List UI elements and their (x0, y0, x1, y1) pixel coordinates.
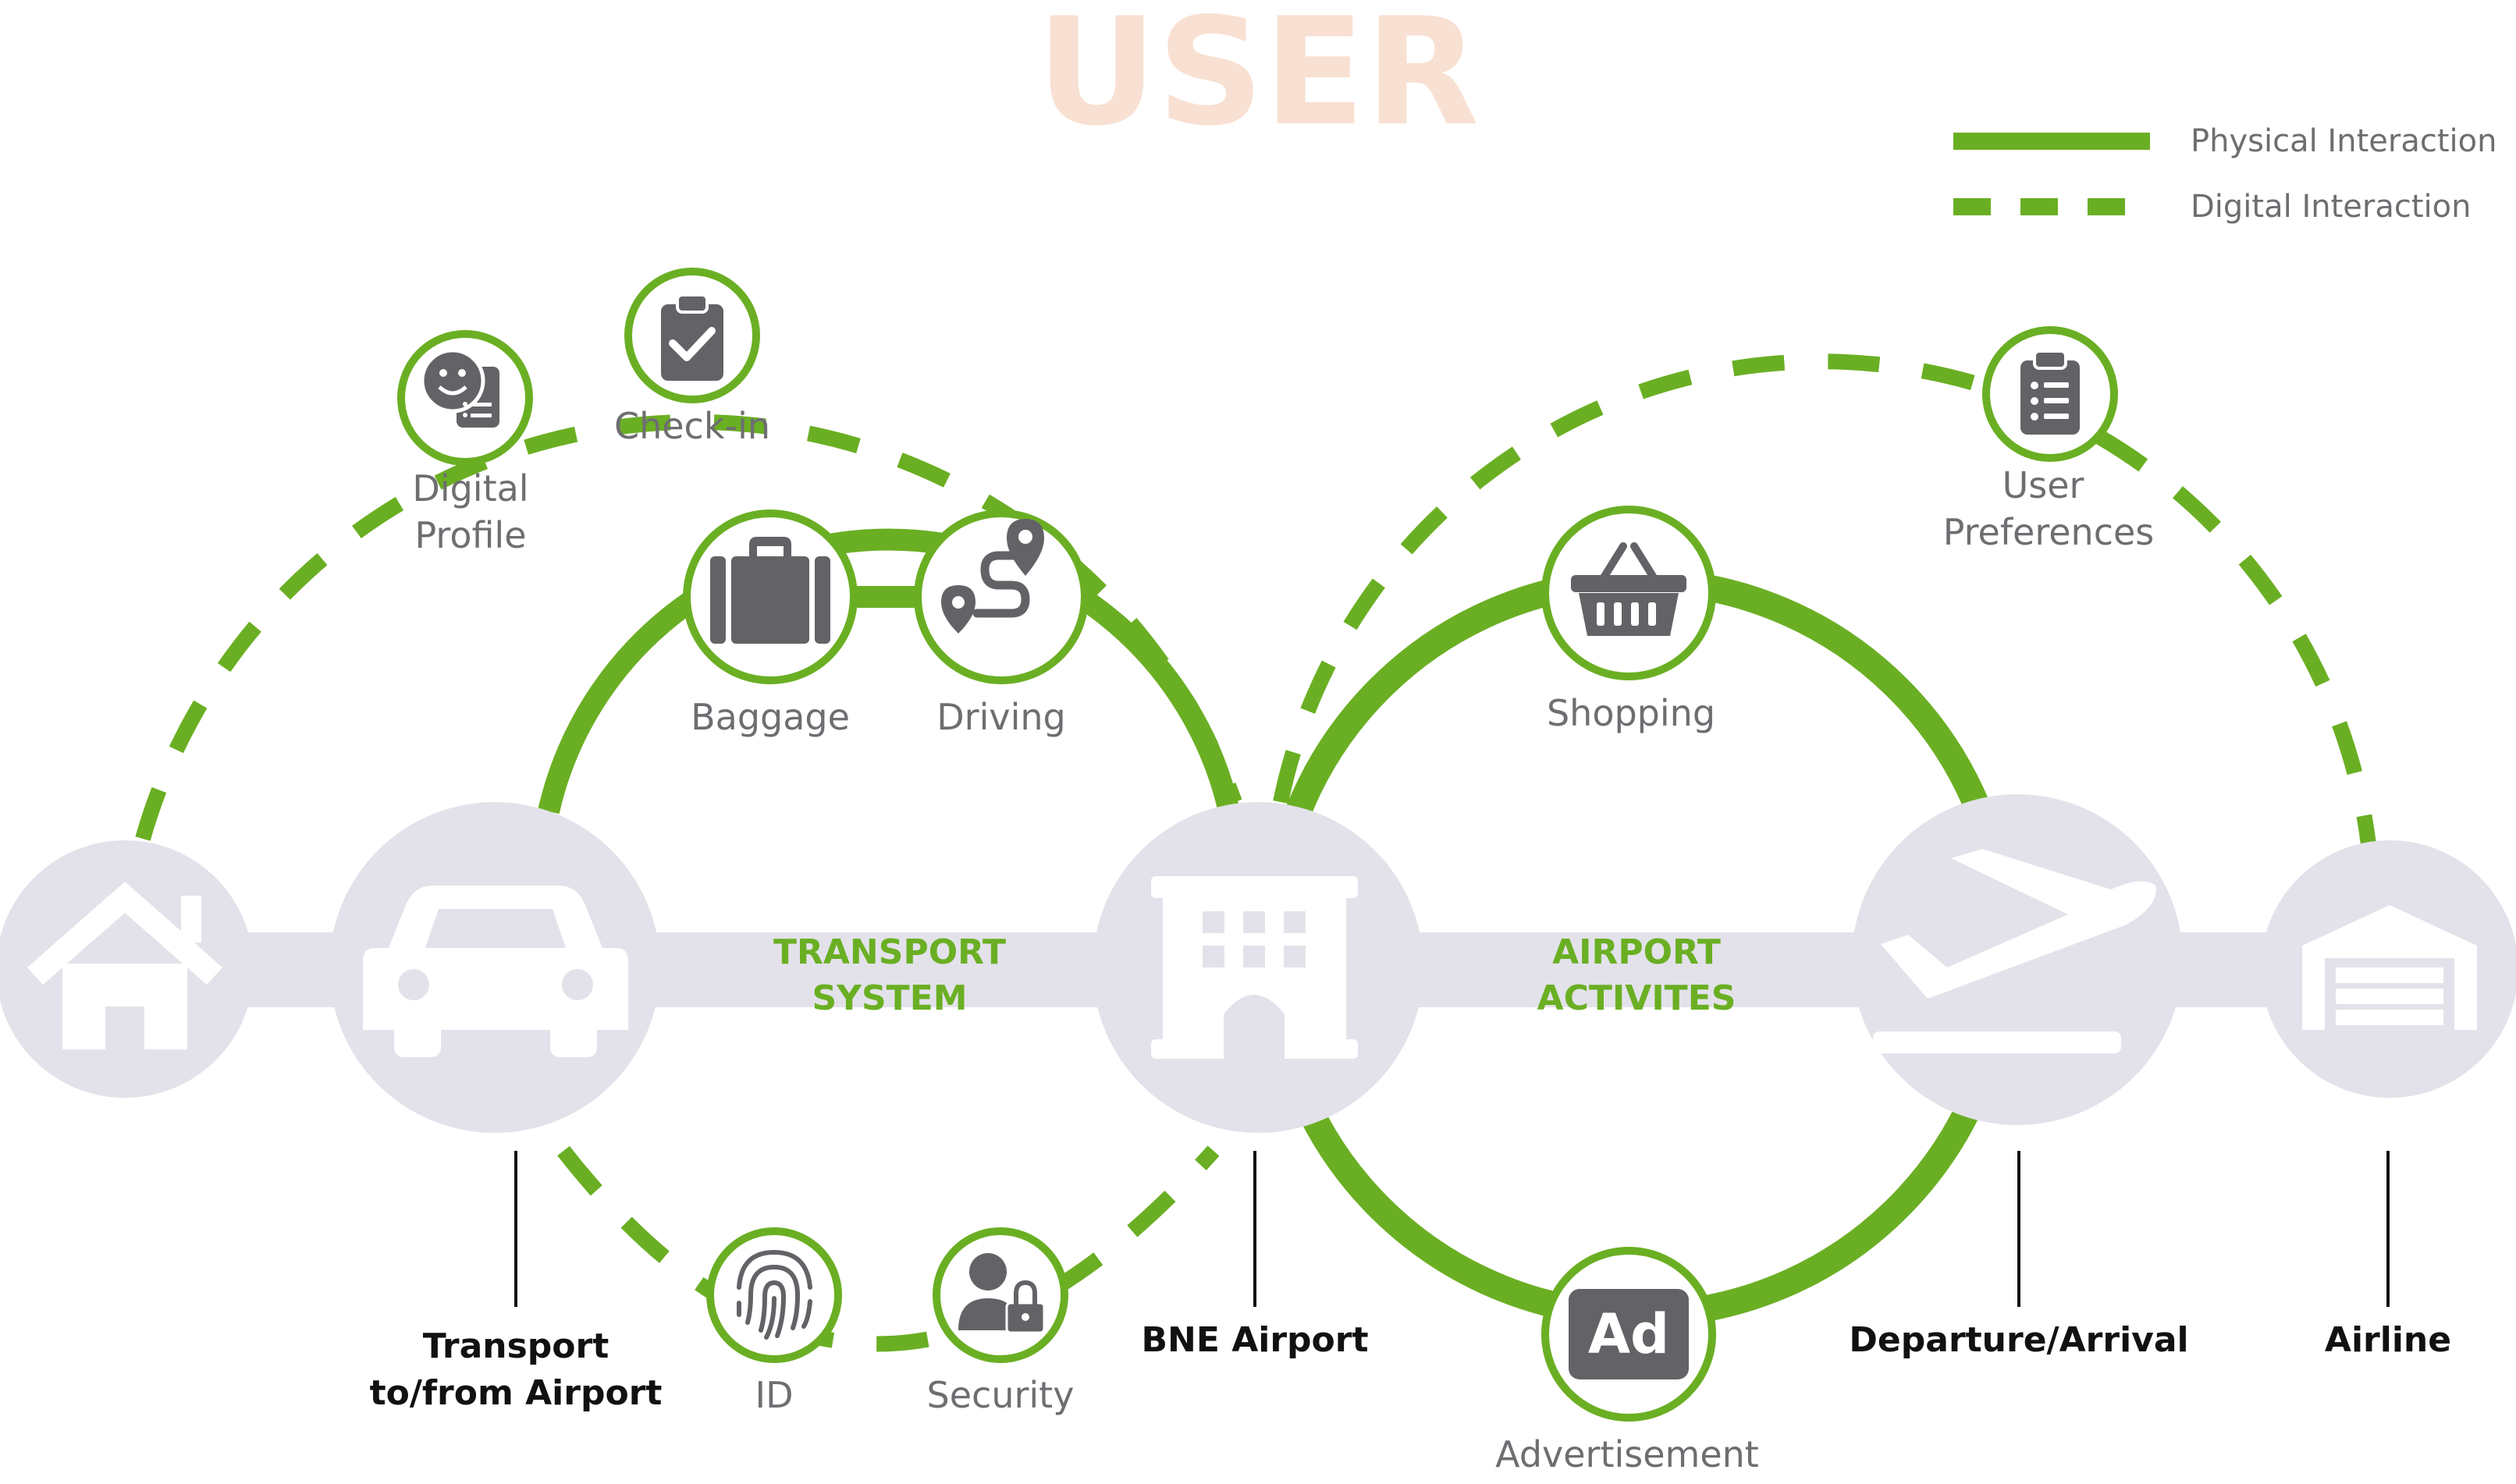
station-transport (329, 802, 660, 1133)
security-label: Security (927, 1374, 1075, 1416)
touchpoint-security: Security (927, 1227, 1075, 1416)
touchpoint-shopping: Shopping (1541, 506, 1716, 734)
departure-station-label: Departure/Arrival (1849, 1320, 2188, 1360)
transport-station-label: Transport (423, 1326, 609, 1366)
check-in-label: Check-in (614, 405, 770, 447)
svg-text:Ad: Ad (1588, 1302, 1669, 1366)
id-label: ID (755, 1374, 794, 1416)
hangar-icon (2302, 905, 2477, 1030)
transport-physical-arc (538, 528, 1240, 815)
advertisement-label: Advertisement (1495, 1433, 1759, 1475)
touchpoint-check-in: Check-in (614, 268, 770, 447)
baggage-label: Baggage (691, 696, 850, 738)
fingerprint-icon (737, 1249, 812, 1340)
touchpoint-id: ID (706, 1227, 842, 1416)
transport-digital-lower-arc (557, 1145, 1220, 1352)
suitcase-icon (710, 537, 830, 644)
plane-icon (1873, 849, 2156, 1053)
user-preferences-label: User (2002, 464, 2084, 506)
station-departure (1852, 794, 2183, 1125)
digital-profile-label: Digital (412, 467, 528, 509)
driving-label: Driving (936, 696, 1065, 738)
route-icon (941, 519, 1044, 634)
touchpoint-user-preferences: User Preferences (1943, 326, 2155, 553)
clipboard-check-icon (661, 293, 723, 381)
touchpoint-driving: Driving (914, 509, 1089, 738)
station-home (0, 840, 254, 1098)
digital-profile-label-2: Profile (414, 514, 526, 556)
profile-icon (420, 348, 499, 428)
shopping-label: Shopping (1547, 692, 1715, 734)
airport-activities-label: AIRPORT (1552, 932, 1721, 972)
legend-digital-label: Digital Interaction (2191, 189, 2471, 225)
list-clipboard-icon (2020, 350, 2080, 435)
user-lock-icon (958, 1253, 1046, 1334)
diagram-title: USER (1036, 0, 1479, 158)
bne-station-label: BNE Airport (1141, 1320, 1368, 1360)
touchpoint-digital-profile: Digital Profile (397, 330, 533, 556)
user-preferences-label-2: Preferences (1943, 511, 2155, 553)
transport-system-label-2: SYSTEM (812, 978, 967, 1018)
station-leaders (514, 1151, 2390, 1307)
transport-station-label-2: to/from Airport (370, 1373, 663, 1413)
touchpoint-baggage: Baggage (683, 509, 921, 738)
building-icon (1151, 876, 1358, 1059)
station-airline (2261, 840, 2516, 1098)
station-bne (1093, 802, 1423, 1133)
transport-digital-arc (135, 414, 1242, 841)
airport-digital-arc (1273, 353, 2376, 846)
airport-activities-label-2: ACTIVITES (1537, 978, 1736, 1018)
ad-icon: Ad (1569, 1289, 1689, 1379)
car-icon (363, 886, 628, 1057)
basket-icon (1571, 542, 1686, 636)
touchpoint-advertisement: Ad Advertisement (1495, 1247, 1759, 1475)
legend-physical-label: Physical Interaction (2191, 123, 2496, 159)
transport-system-label: TRANSPORT (773, 932, 1006, 972)
digital-arcs (135, 353, 2376, 1352)
legend: Physical Interaction Digital Interaction (1953, 123, 2496, 225)
airline-station-label: Airline (2325, 1320, 2451, 1360)
